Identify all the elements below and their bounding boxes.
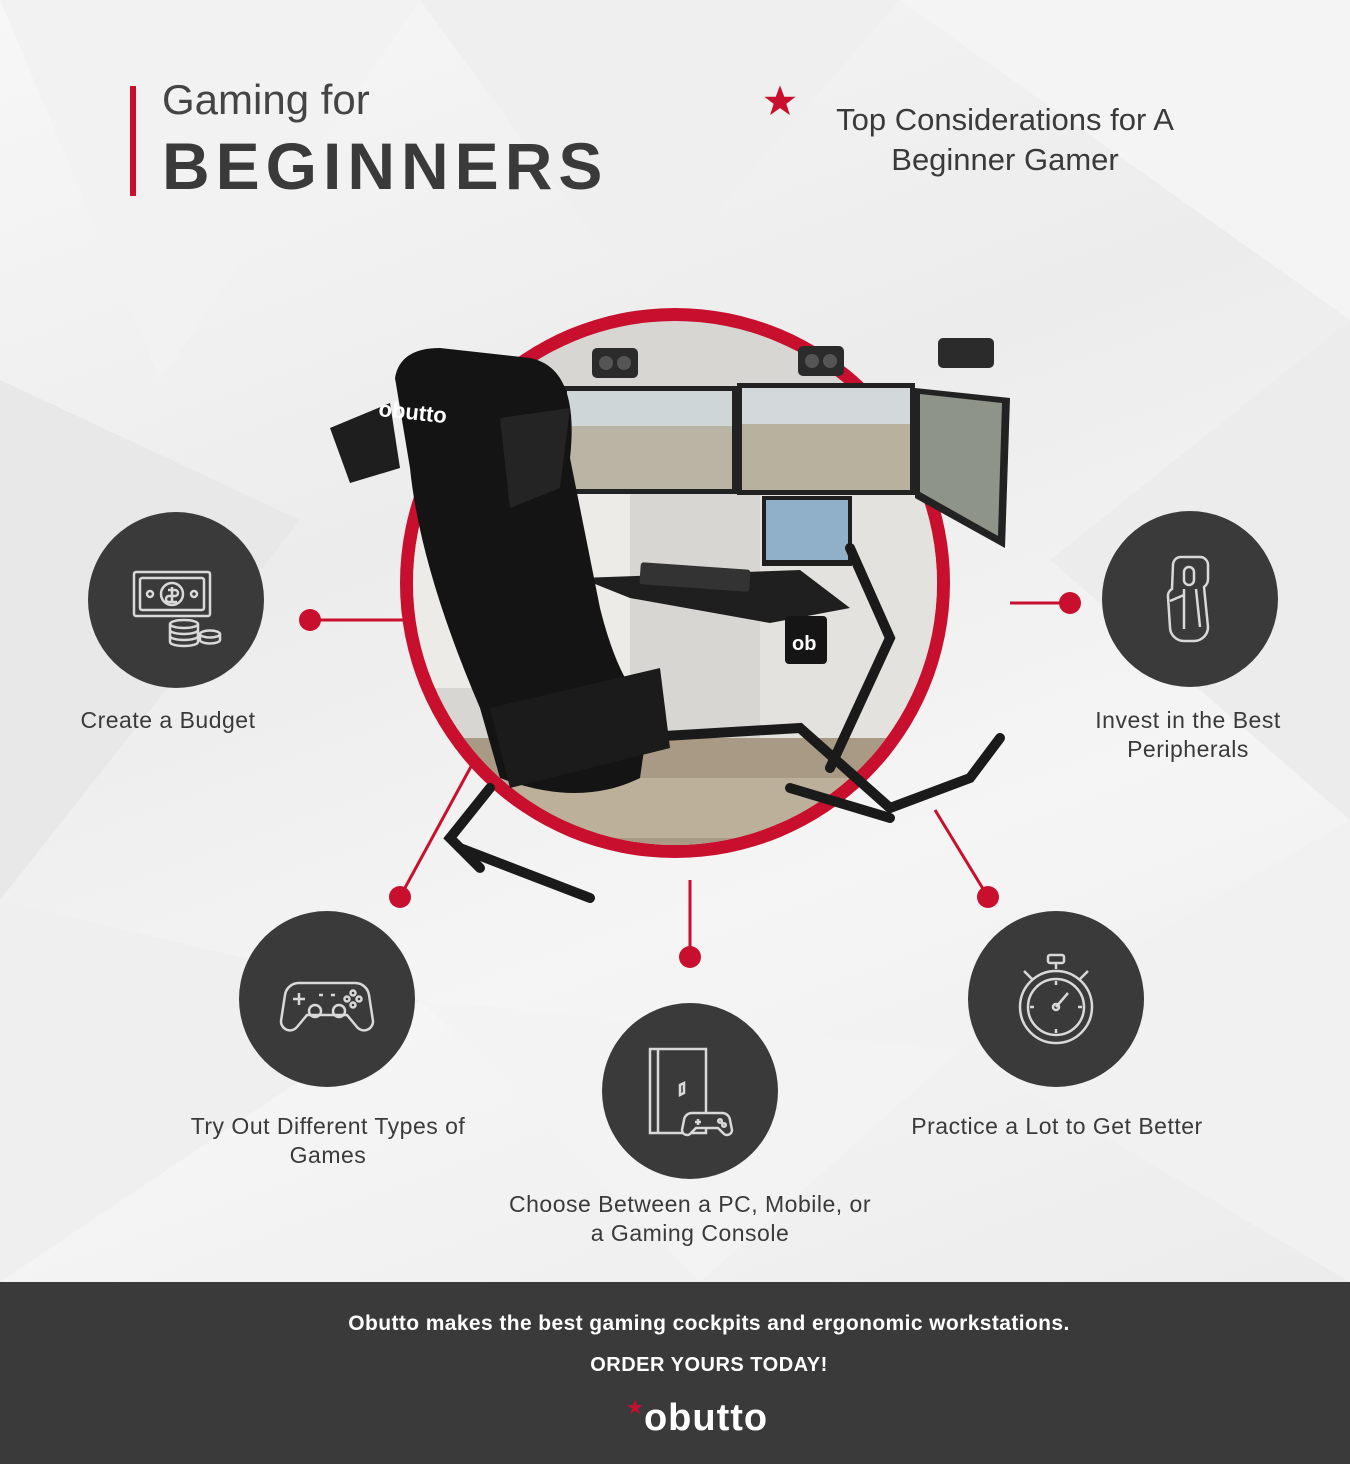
feature-platform-label: Choose Between a PC, Mobile, or a Gaming… [509, 1191, 871, 1246]
feature-peripherals-circle [1102, 511, 1278, 687]
footer-logo-text: obutto [643, 1397, 769, 1439]
footer-cta[interactable]: ORDER YOURS TODAY! [590, 1354, 828, 1376]
footer: Obutto makes the best gaming cockpits an… [0, 1282, 1350, 1464]
subtitle: Top Considerations for A Beginner Gamer [836, 102, 1174, 177]
feature-practice-label: Practice a Lot to Get Better [911, 1113, 1203, 1139]
feature-budget-label: Create a Budget [80, 707, 256, 733]
title-accent-bar [130, 86, 136, 196]
page-title: BEGINNERS [162, 129, 609, 203]
feature-peripherals-label: Invest in the Best Peripherals [1095, 707, 1281, 762]
footer-tagline: Obutto makes the best gaming cockpits an… [348, 1312, 1070, 1335]
footer-logo[interactable]: ★ obutto [626, 1396, 796, 1446]
mug-logo: ob [792, 633, 816, 655]
star-icon [764, 85, 796, 116]
mouse-icon [1166, 555, 1210, 643]
feature-budget-circle [88, 512, 264, 688]
console-icon [648, 1047, 734, 1137]
feature-platform-circle [602, 1003, 778, 1179]
feature-practice-circle [968, 911, 1144, 1087]
gamepad-icon [279, 981, 375, 1032]
feature-games-label: Try Out Different Types of Games [190, 1113, 466, 1168]
gaming-cockpit-illustration: ob obutto [330, 308, 1010, 903]
money-coins-icon [132, 570, 222, 648]
background-pattern [0, 0, 1350, 1282]
feature-games-circle [239, 911, 415, 1087]
stopwatch-icon [1018, 953, 1094, 1045]
page-title-top: Gaming for [162, 76, 370, 123]
logo-star-icon: ★ [626, 1397, 644, 1419]
